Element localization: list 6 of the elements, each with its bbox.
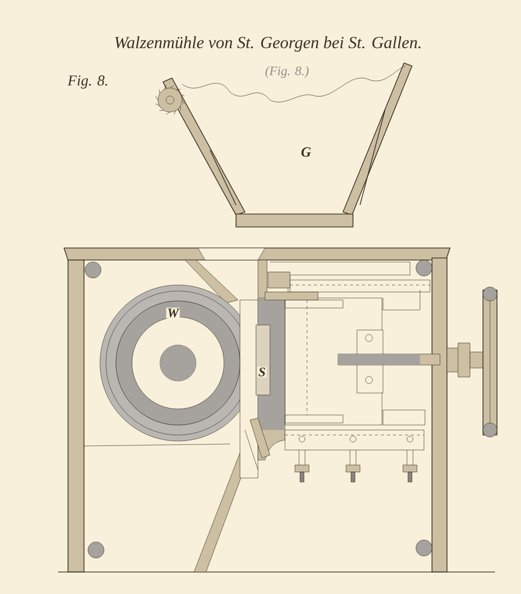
title: Walzenmühle von St. Georgen bei St. Gallen. (115, 36, 420, 52)
part-letter: W (168, 308, 180, 318)
part-letter: G (301, 147, 311, 157)
part-letter: S (258, 368, 266, 376)
figure-label: (Fig. 8.) (265, 66, 309, 78)
figure-label: Fig. 8. (68, 75, 108, 89)
